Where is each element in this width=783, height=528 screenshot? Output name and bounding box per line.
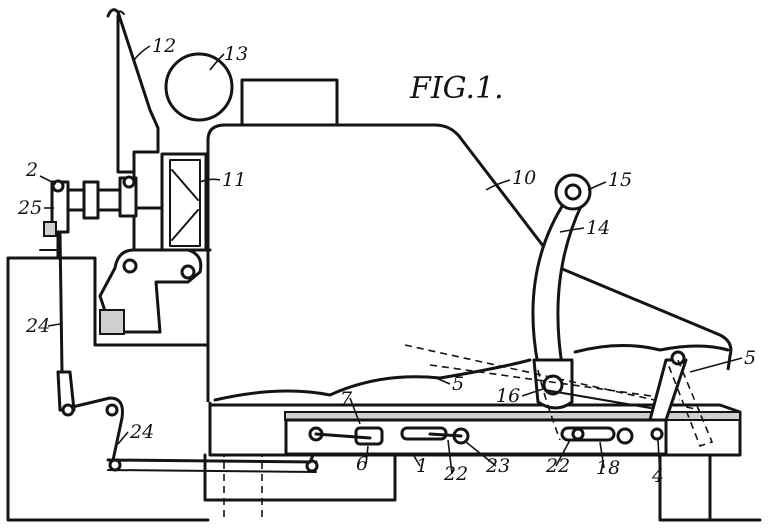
label-11: 11	[222, 169, 246, 191]
linkage-24	[56, 230, 322, 473]
leader-lines	[39, 45, 743, 477]
label-7: 7	[340, 388, 353, 410]
label-15: 15	[608, 169, 632, 191]
label-10: 10	[512, 167, 536, 189]
paper-support	[106, 8, 234, 252]
linkage-5	[213, 344, 730, 447]
unit-11	[160, 152, 208, 252]
label-14: 14	[586, 217, 610, 239]
label-2: 2	[25, 159, 38, 181]
main-housing	[206, 78, 733, 402]
figure-title: FIG.1.	[409, 71, 504, 106]
label-1: 1	[416, 455, 428, 477]
label-16: 16	[496, 385, 520, 407]
label-12: 12	[152, 35, 176, 57]
label-23: 23	[485, 455, 510, 477]
label-24-upper: 24	[25, 315, 50, 337]
label-25: 25	[17, 197, 42, 219]
label-6: 6	[356, 453, 368, 475]
key-lever	[531, 173, 592, 441]
label-13: 13	[224, 43, 248, 65]
label-5-right: 5	[744, 347, 756, 369]
label-22-right: 22	[545, 455, 570, 477]
base-frame	[6, 230, 762, 522]
pedal-assembly	[43, 175, 138, 237]
base-plate	[208, 402, 742, 457]
cam-bracket	[98, 248, 203, 335]
label-4: 4	[651, 465, 664, 487]
label-18: 18	[596, 457, 620, 479]
label-22-left: 22	[443, 463, 468, 485]
label-24-lower: 24	[129, 421, 154, 443]
label-5-left: 5	[452, 373, 464, 395]
